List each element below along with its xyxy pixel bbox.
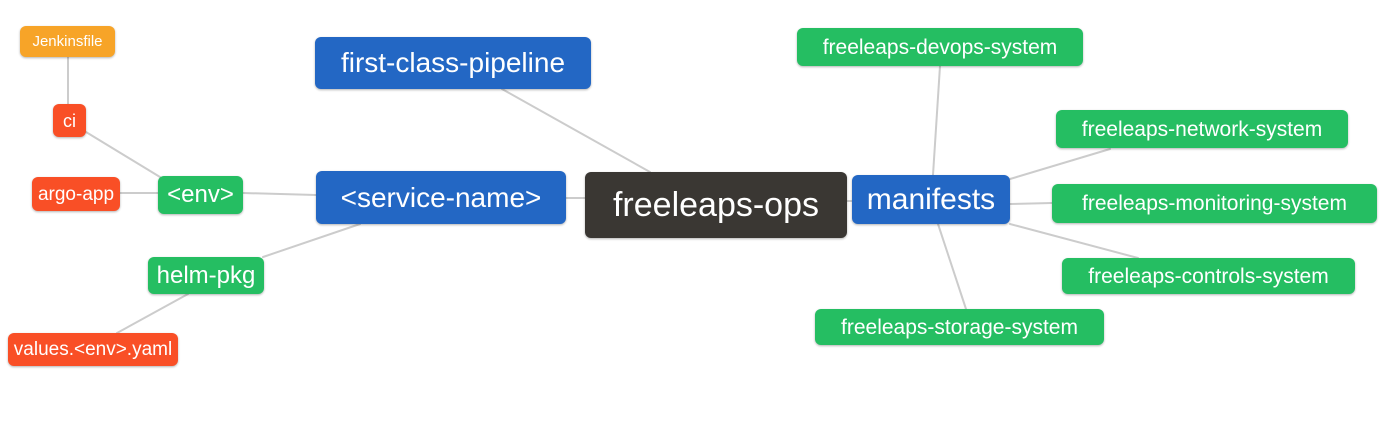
node-ci[interactable]: ci bbox=[53, 104, 86, 137]
edge-manifests-to-controls-system bbox=[1009, 223, 1139, 259]
edge-manifests-to-monitoring-system bbox=[1009, 202, 1053, 205]
node-manifests[interactable]: manifests bbox=[852, 175, 1010, 224]
node-helm-pkg[interactable]: helm-pkg bbox=[148, 257, 264, 294]
edge-first-class-pipeline-to-ops bbox=[501, 88, 651, 173]
node-service-name[interactable]: <service-name> bbox=[316, 171, 566, 224]
node-values-env-yaml[interactable]: values.<env>.yaml bbox=[8, 333, 178, 366]
edge-ci-to-env bbox=[85, 131, 161, 178]
edge-helm-pkg-to-service-name bbox=[262, 223, 361, 258]
node-freeleaps-controls-system[interactable]: freeleaps-controls-system bbox=[1062, 258, 1355, 294]
node-freeleaps-network-system[interactable]: freeleaps-network-system bbox=[1056, 110, 1348, 148]
node-jenkinsfile[interactable]: Jenkinsfile bbox=[20, 26, 115, 57]
edge-env-to-service-name bbox=[242, 192, 317, 196]
node-argo-app[interactable]: argo-app bbox=[32, 177, 120, 211]
node-first-class-pipeline[interactable]: first-class-pipeline bbox=[315, 37, 591, 89]
edge-manifests-to-storage-system bbox=[937, 223, 967, 310]
node-freeleaps-storage-system[interactable]: freeleaps-storage-system bbox=[815, 309, 1104, 345]
edge-manifests-to-network-system bbox=[1009, 148, 1111, 180]
edge-values-env-yaml-to-helm-pkg bbox=[116, 293, 189, 334]
node-freeleaps-monitoring-system[interactable]: freeleaps-monitoring-system bbox=[1052, 184, 1377, 223]
node-freeleaps-ops[interactable]: freeleaps-ops bbox=[585, 172, 847, 238]
edge-manifests-to-devops-system bbox=[932, 65, 941, 176]
node-freeleaps-devops-system[interactable]: freeleaps-devops-system bbox=[797, 28, 1083, 66]
node-env[interactable]: <env> bbox=[158, 176, 243, 214]
